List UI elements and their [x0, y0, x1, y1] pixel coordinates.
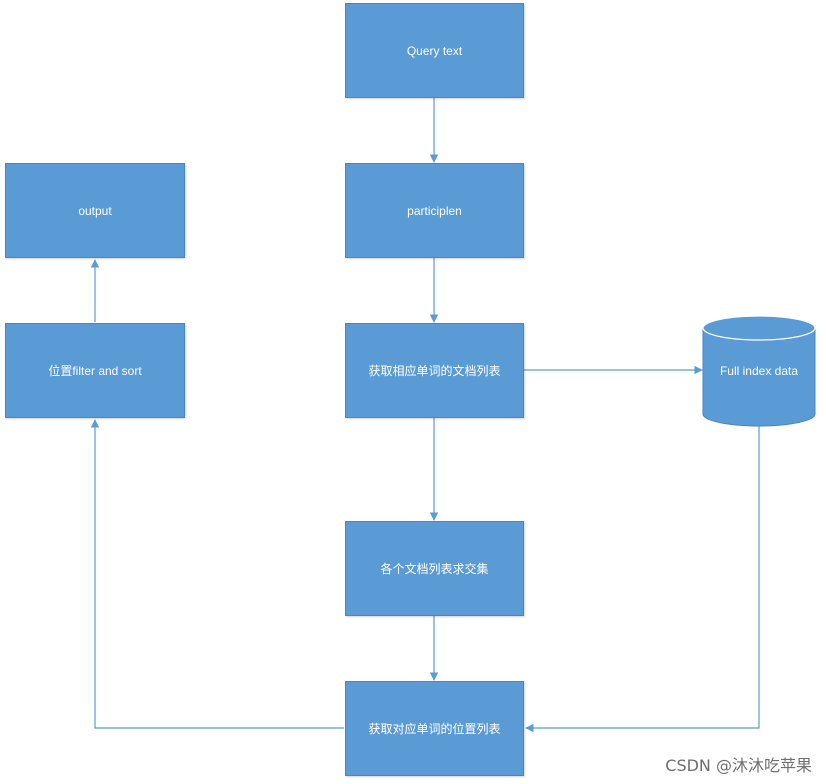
node-label: 获取相应单词的文档列表: [368, 364, 501, 378]
node-label: Query text: [406, 43, 463, 58]
node-intersect: 各个文档列表求交集: [345, 521, 524, 616]
node-label: output: [78, 203, 112, 218]
node-participle: participlen: [345, 163, 524, 258]
node-label: Full index data: [719, 364, 799, 378]
node-label: 位置filter and sort: [48, 364, 142, 378]
node-position-list: 获取对应单词的位置列表: [345, 681, 524, 776]
edge-indexdata-to-positionlist: [525, 426, 760, 733]
node-filter-sort: 位置filter and sort: [5, 323, 185, 418]
node-index-data-label: Full index data: [703, 345, 815, 397]
node-doc-list: 获取相应单词的文档列表: [345, 323, 524, 418]
node-query-text: Query text: [345, 3, 524, 98]
node-label: 各个文档列表求交集: [380, 562, 489, 576]
node-label: participlen: [407, 203, 462, 218]
node-label: 获取对应单词的位置列表: [368, 722, 501, 736]
index-data-cylinder: [702, 315, 816, 427]
watermark: CSDN @沐沐吃苹果: [665, 756, 812, 775]
edge-positionlist-to-filtersort: [90, 419, 344, 729]
node-output: output: [5, 163, 185, 258]
